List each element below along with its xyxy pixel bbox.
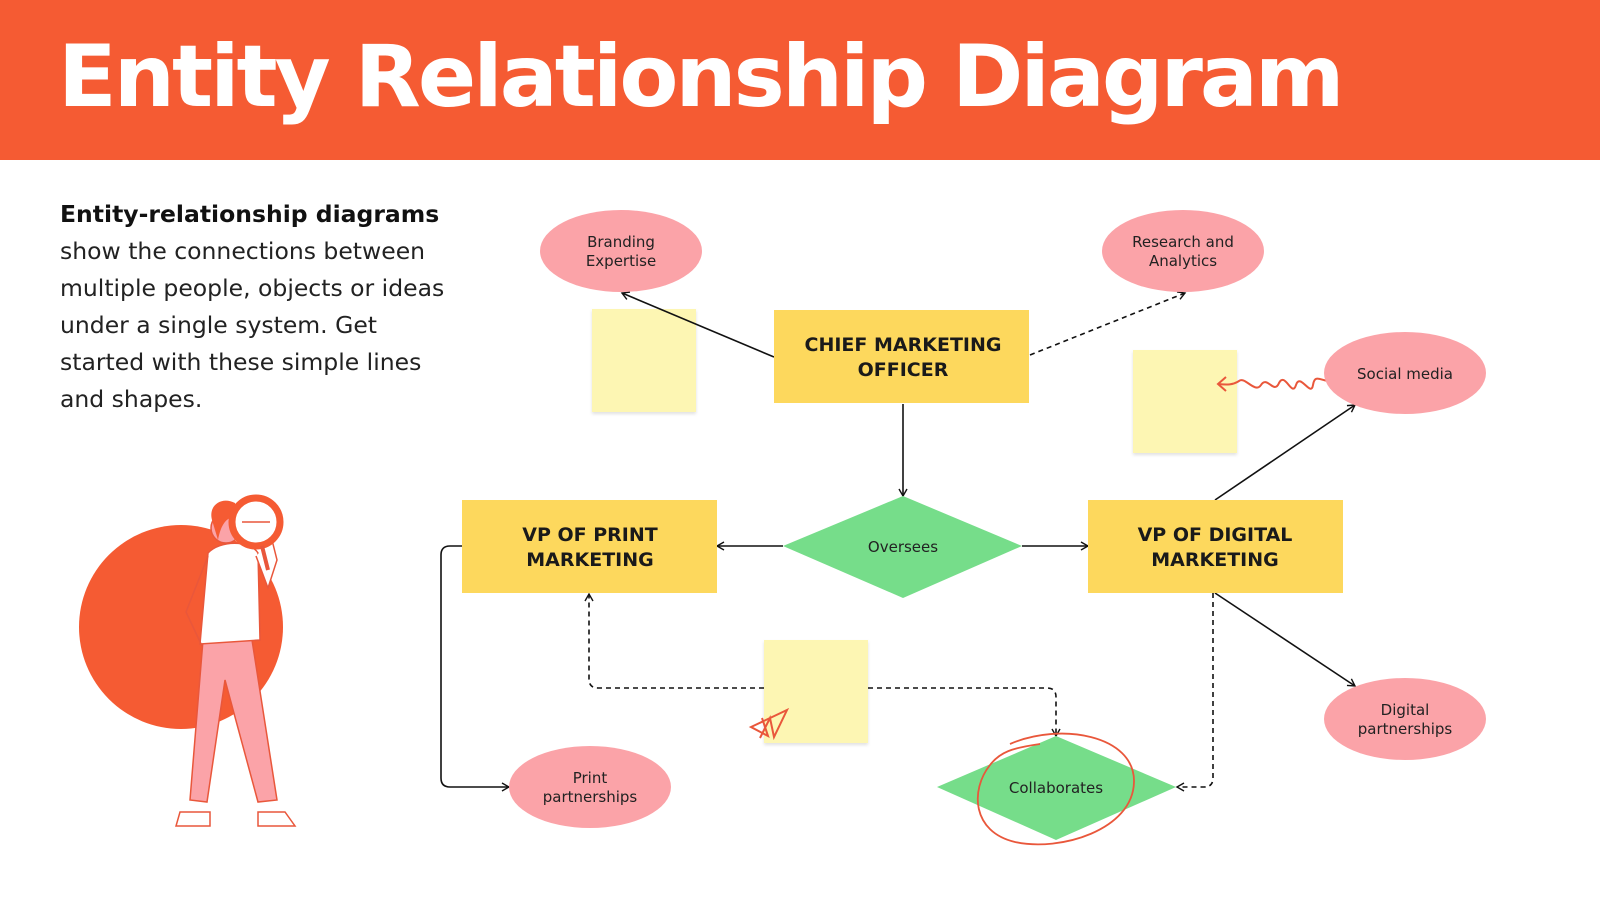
intro-body: show the connections between multiple pe… (60, 237, 445, 413)
relationship-oversees: Oversees (783, 496, 1022, 598)
entity-vp-digital: VP OF DIGITAL MARKETING (1088, 500, 1343, 593)
attribute-print-partnerships-line-2: partnerships (543, 788, 638, 806)
line-collab-top (868, 687, 1061, 738)
left-shoe (175, 811, 211, 827)
relationship-oversees-label: Oversees (868, 538, 938, 556)
entity-vp-print: VP OF PRINT MARKETING (462, 500, 717, 593)
attribute-print-partnerships-line-1: Print (573, 769, 608, 787)
entity-vp-print-line-2: MARKETING (526, 549, 653, 571)
attribute-print-partnerships: Print partnerships (509, 746, 671, 828)
person-legs (189, 639, 278, 803)
person-arm-left (185, 555, 209, 647)
line-digital-collab (1175, 593, 1214, 792)
entity-vp-digital-line-2: MARKETING (1151, 549, 1278, 571)
right-shoe (257, 811, 297, 827)
line-digital-partnerships (1214, 592, 1357, 687)
attribute-social-media-label: Social media (1357, 365, 1453, 383)
intro-bold: Entity-relationship diagrams (60, 200, 440, 228)
line-collab-print (584, 592, 764, 689)
intro-text: Entity-relationship diagrams show the co… (60, 196, 460, 418)
squiggle-arrow (1216, 376, 1334, 392)
sticky-note-2 (1133, 350, 1237, 453)
attribute-digital-partnerships: Digital partnerships (1324, 678, 1486, 760)
attribute-research-line-1: Research and (1132, 233, 1234, 251)
entity-cmo: CHIEF MARKETING OFFICER (774, 310, 1029, 403)
attribute-digital-partnerships-line-2: partnerships (1358, 720, 1453, 738)
star-doodle (748, 707, 790, 741)
relationship-collaborates: Collaborates (937, 736, 1176, 840)
person-illustration (79, 494, 297, 827)
entity-vp-digital-line-1: VP OF DIGITAL (1138, 524, 1293, 546)
relationship-collaborates-label: Collaborates (1009, 779, 1103, 797)
attribute-branding-line-1: Branding (587, 233, 655, 251)
header-banner: Entity Relationship Diagram (0, 0, 1600, 160)
sticky-note-3 (764, 640, 868, 743)
entity-vp-print-line-1: VP OF PRINT (522, 524, 658, 546)
entity-cmo-line-1: CHIEF MARKETING (805, 334, 1002, 356)
line-cmo-branding (620, 291, 775, 358)
entity-cmo-line-2: OFFICER (858, 359, 949, 381)
attribute-research-line-2: Analytics (1149, 252, 1217, 270)
sticky-note-1 (592, 309, 696, 412)
magnifier-handle (260, 545, 270, 571)
attribute-branding: Branding Expertise (540, 210, 702, 292)
line-print-partnerships (440, 545, 511, 792)
attribute-digital-partnerships-line-1: Digital (1381, 701, 1430, 719)
person-shirt (199, 542, 261, 645)
line-cmo-research (1029, 291, 1187, 356)
page-title: Entity Relationship Diagram (58, 27, 1345, 127)
attribute-social-media: Social media (1324, 332, 1486, 414)
attribute-branding-line-2: Expertise (586, 252, 656, 270)
line-digital-social (1214, 404, 1357, 501)
circle-doodle (976, 732, 1135, 846)
attribute-research: Research and Analytics (1102, 210, 1264, 292)
connectors (440, 291, 1357, 792)
